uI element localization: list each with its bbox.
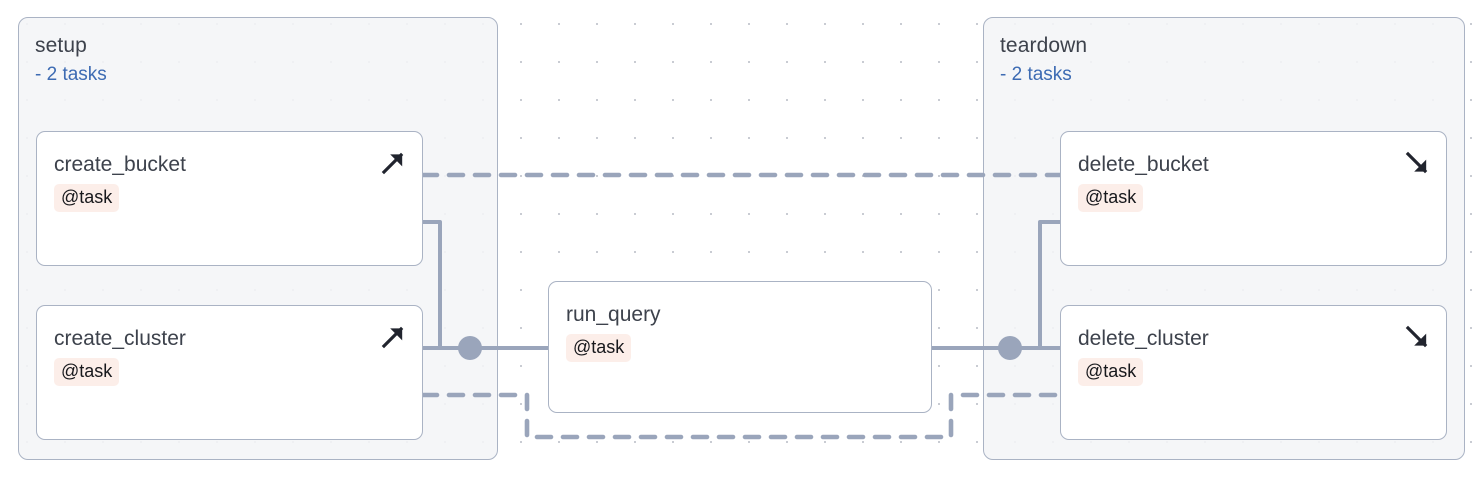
task-node-delete-bucket[interactable]: delete_bucket @task [1060,131,1447,266]
task-node-run-query-label: run_query [566,303,661,326]
task-node-run-query[interactable]: run_query @task [548,281,932,413]
task-node-create-bucket-label: create_bucket [54,153,186,176]
task-node-delete-cluster-badge: @task [1078,358,1144,386]
task-node-run-query-badge: @task [566,334,632,362]
task-node-delete-bucket-badge: @task [1078,184,1144,212]
arrow-down-right-icon [1402,322,1432,352]
task-group-setup-title: setup [35,34,87,57]
arrow-up-right-icon [378,322,408,352]
task-node-create-cluster[interactable]: create_cluster @task [36,305,423,440]
arrow-up-right-icon [378,148,408,178]
task-group-teardown-subtitle: - 2 tasks [1000,64,1072,85]
task-group-setup-subtitle: - 2 tasks [35,64,107,85]
task-node-create-bucket[interactable]: create_bucket @task [36,131,423,266]
task-node-delete-bucket-label: delete_bucket [1078,153,1209,176]
task-node-create-cluster-badge: @task [54,358,120,386]
task-group-teardown-title: teardown [1000,34,1088,57]
arrow-down-right-icon [1402,148,1432,178]
task-node-delete-cluster[interactable]: delete_cluster @task [1060,305,1447,440]
task-node-create-cluster-label: create_cluster [54,327,186,350]
task-node-create-bucket-badge: @task [54,184,120,212]
task-node-delete-cluster-label: delete_cluster [1078,327,1209,350]
